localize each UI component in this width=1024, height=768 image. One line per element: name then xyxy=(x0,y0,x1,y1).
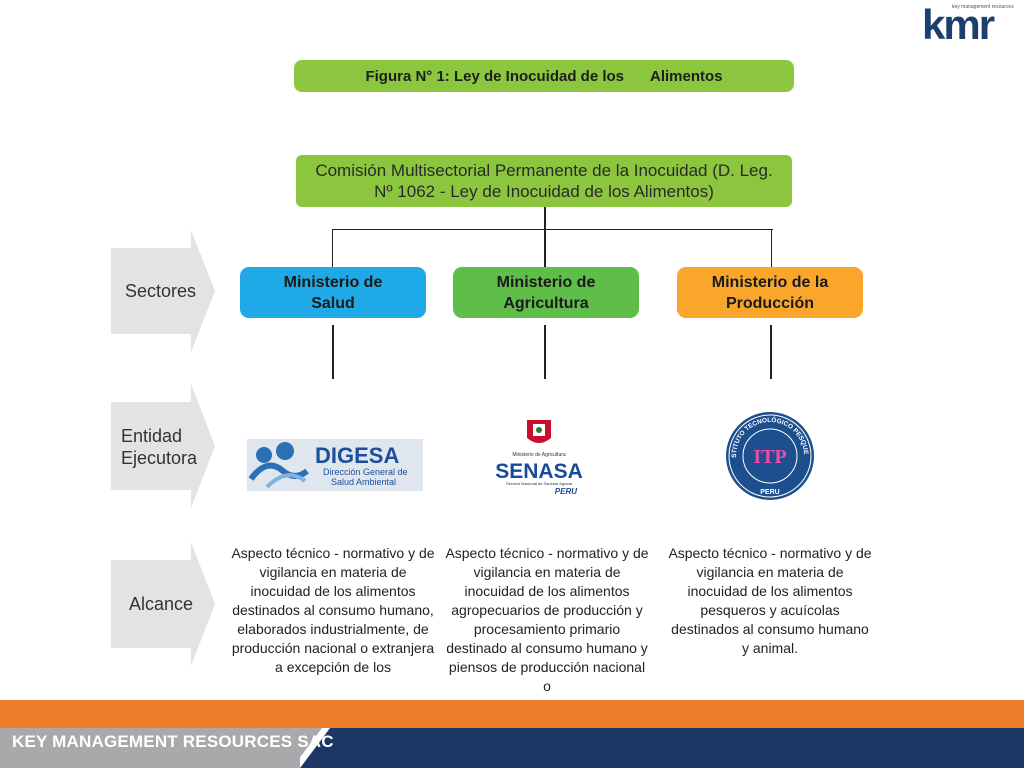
ministry-produccion-line2: Producción xyxy=(725,294,814,312)
connector-horizontal xyxy=(332,229,773,230)
entidad-label-line1: Entidad xyxy=(121,426,183,446)
connector-trunk xyxy=(544,207,546,267)
ministry-produccion-line1: Ministerio de la xyxy=(711,273,829,291)
figure-title: Figura N° 1: Ley de Inocuidad de los Ali… xyxy=(294,60,794,92)
entidad-label-line2: Ejecutora xyxy=(121,448,198,468)
ministry-salud: Ministerio de Salud xyxy=(240,267,426,318)
ministry-agricultura: Ministerio de Agricultura xyxy=(453,267,639,318)
commission-box: Comisión Multisectorial Permanente de la… xyxy=(296,155,792,207)
connector-right-drop xyxy=(771,229,772,267)
ministry-produccion: Ministerio de la Producción xyxy=(677,267,863,318)
footer-orange-band xyxy=(0,700,1024,728)
senasa-logo: Ministerio de Agricultura SENASA Servici… xyxy=(495,420,583,496)
connector-agricultura-down xyxy=(544,325,546,379)
entidad-arrow: Entidad Ejecutora xyxy=(111,384,215,508)
digesa-logo: DIGESA Dirección General de Salud Ambien… xyxy=(247,437,423,493)
alcance-arrow: Alcance xyxy=(111,542,215,666)
kmr-logo-tagline: key management resources xyxy=(952,4,1014,10)
connector-left-drop xyxy=(332,229,333,267)
senasa-ministry: Ministerio de Agricultura xyxy=(512,452,566,458)
scope-produccion: Aspecto técnico - normativo y de vigilan… xyxy=(668,545,872,656)
sectores-label: Sectores xyxy=(125,281,197,301)
figure-title-part2: Alimentos xyxy=(650,67,723,85)
senasa-name: SENASA xyxy=(495,460,583,483)
itp-logo: INSTITUTO TECNOLÓGICO PESQUERO ITP PERU xyxy=(725,410,814,500)
scope-agricultura: Aspecto técnico - normativo y de vigilan… xyxy=(445,545,649,694)
connector-salud-down xyxy=(332,325,334,379)
ministry-salud-line2: Salud xyxy=(311,294,355,312)
ministry-agricultura-line2: Agricultura xyxy=(503,294,589,312)
kmr-logo: kmr xyxy=(922,1,995,48)
digesa-sub2: Salud Ambiental xyxy=(331,477,396,487)
digesa-sub1: Dirección General de xyxy=(323,467,408,477)
alcance-label: Alcance xyxy=(129,594,194,614)
figure-title-part1: Figura N° 1: Ley de Inocuidad de los xyxy=(365,67,625,85)
connector-produccion-down xyxy=(770,325,772,379)
sectores-arrow: Sectores xyxy=(111,230,215,352)
senasa-country: PERU xyxy=(555,487,577,496)
scope-salud: Aspecto técnico - normativo y de vigilan… xyxy=(231,545,435,675)
ministry-agricultura-line1: Ministerio de xyxy=(496,273,596,291)
peru-shield-icon xyxy=(527,420,551,443)
ministry-salud-line1: Ministerio de xyxy=(283,273,383,291)
itp-name: ITP xyxy=(753,446,786,468)
footer-navy-band xyxy=(300,728,1024,768)
senasa-sub: Servicio Nacional de Sanidad Agraria xyxy=(506,481,573,486)
itp-country: PERU xyxy=(760,489,779,496)
digesa-name: DIGESA xyxy=(315,443,399,468)
footer-company-name: KEY MANAGEMENT RESOURCES SAC xyxy=(12,732,334,751)
